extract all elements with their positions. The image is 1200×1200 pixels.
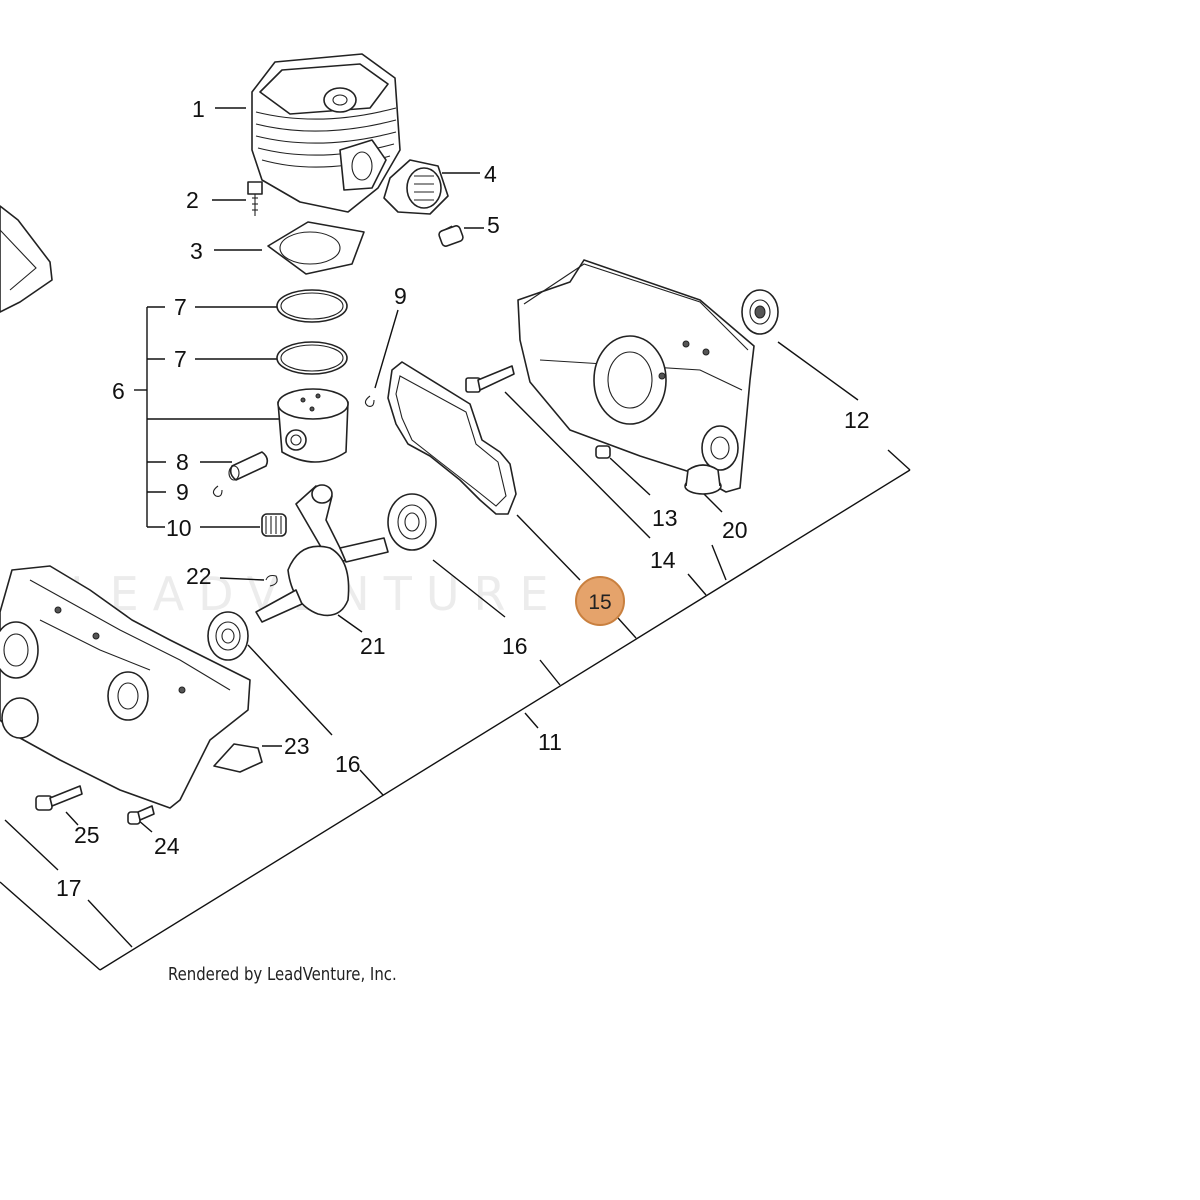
ball-bearing-right (387, 493, 437, 551)
label-14: 14 (650, 547, 676, 573)
label-3: 3 (190, 238, 203, 264)
label-9b: 9 (394, 283, 407, 309)
label-4: 4 (484, 161, 497, 187)
label-24: 24 (154, 833, 180, 859)
label-22: 22 (186, 563, 212, 589)
bracket-part-23 (213, 743, 263, 773)
leader-lines (0, 107, 911, 971)
label-12: 12 (844, 407, 870, 433)
label-15[interactable]: 15 (588, 591, 611, 614)
screw-part-25 (35, 785, 83, 811)
cylinder-part (251, 53, 401, 213)
label-23: 23 (284, 733, 310, 759)
label-7a: 7 (174, 294, 187, 320)
credit-text: Rendered by LeadVenture, Inc. (168, 964, 397, 985)
label-16b: 16 (335, 751, 361, 777)
intake-flange-part (383, 159, 449, 215)
label-6: 6 (112, 378, 125, 404)
label-9a: 9 (176, 479, 189, 505)
bolt-part-14 (465, 365, 515, 393)
needle-bearing-part (261, 513, 287, 537)
part-labels: 1 2 3 4 5 6 7 7 8 9 9 10 11 12 13 14 16 … (56, 96, 870, 901)
crankcase-gasket-part (387, 361, 517, 515)
label-1: 1 (192, 96, 205, 122)
label-16a: 16 (502, 633, 528, 659)
piston-pin-part (228, 451, 269, 481)
key-part-22 (265, 574, 278, 587)
screw-part-5 (438, 225, 464, 247)
label-10: 10 (166, 515, 192, 541)
callout-15-circle[interactable] (575, 576, 625, 626)
rubber-plug-part (684, 464, 722, 495)
label-11: 11 (538, 729, 562, 755)
label-13: 13 (652, 505, 678, 531)
upper-left-part-fragment (0, 205, 53, 313)
piston-ring-parts (276, 289, 348, 375)
bolt-part-2 (247, 181, 263, 216)
piston-part (277, 388, 349, 463)
crankshaft-part (255, 484, 389, 623)
label-21: 21 (360, 633, 386, 659)
left-crankcase-part (0, 565, 251, 809)
ball-bearing-left (207, 611, 249, 661)
right-crankcase-part (517, 259, 755, 493)
dowel-pin-part (595, 445, 611, 459)
label-7b: 7 (174, 346, 187, 372)
screw-part-24 (127, 805, 155, 825)
label-2: 2 (186, 187, 199, 213)
label-25: 25 (74, 822, 100, 848)
label-5: 5 (487, 212, 500, 238)
label-20: 20 (722, 517, 748, 543)
label-8: 8 (176, 449, 189, 475)
callout-15-highlight[interactable]: 15 (575, 576, 625, 626)
cylinder-gasket-part (267, 221, 365, 275)
oil-seal-part (741, 289, 779, 335)
label-17: 17 (56, 875, 82, 901)
circlip-parts (212, 395, 375, 497)
